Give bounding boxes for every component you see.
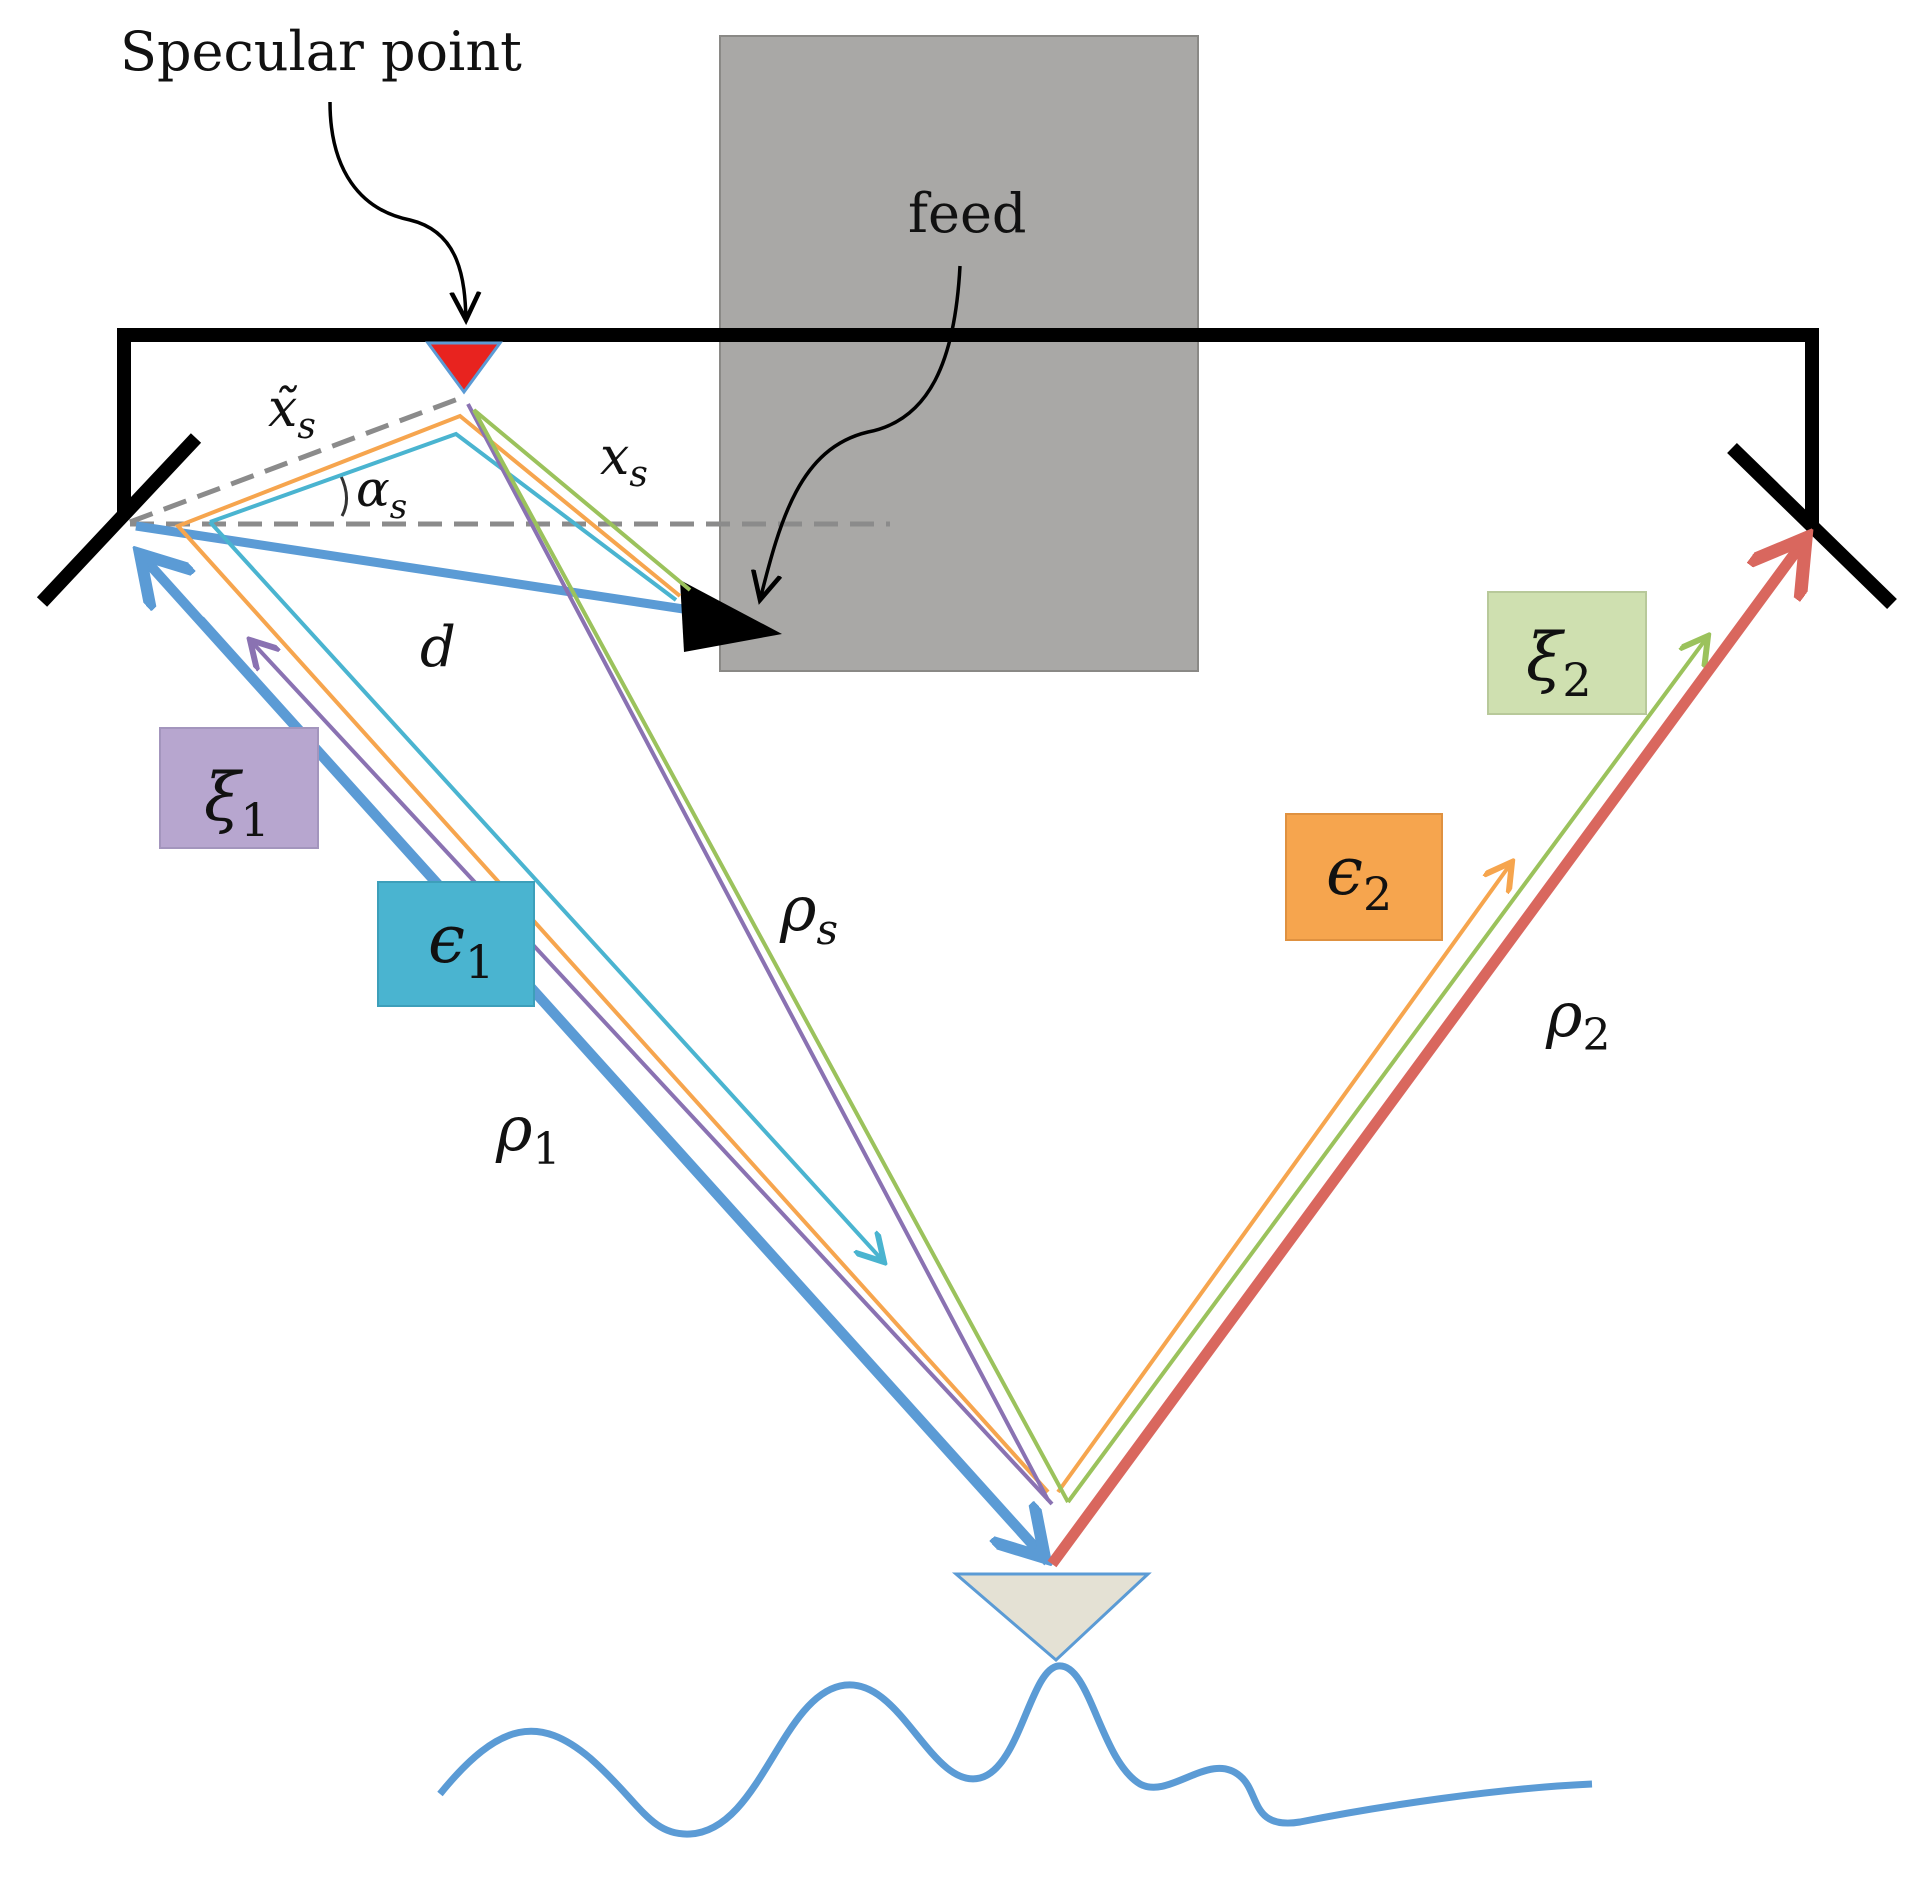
specular-point-label: Specular point xyxy=(120,20,522,83)
specular-point-pointer xyxy=(328,101,466,320)
symbol-x-tilde-s: x̃s xyxy=(268,379,316,447)
feed-pointer xyxy=(760,265,962,600)
ray-orange-path xyxy=(174,413,1050,1494)
svg-text:ϵ1: ϵ1 xyxy=(428,901,494,989)
feed-box xyxy=(719,35,1199,672)
svg-text:ξ2: ξ2 xyxy=(1526,619,1592,707)
receiver-antenna xyxy=(951,1572,1152,1663)
specular-point-marker xyxy=(425,341,503,395)
ray-purple-rho-s xyxy=(466,403,1050,1501)
right-mirror xyxy=(1727,442,1897,610)
x-tilde-s-line xyxy=(129,393,467,525)
ray-rho-2 xyxy=(1047,538,1806,1568)
box-xi-2: ξ2 xyxy=(1487,591,1647,715)
box-xi-1: ξ1 xyxy=(159,727,319,849)
ray-epsilon-1 xyxy=(208,520,884,1262)
left-mirror xyxy=(36,433,202,607)
box-epsilon-1: ϵ1 xyxy=(377,881,535,1007)
ray-epsilon-2 xyxy=(1056,862,1512,1494)
svg-text:ξ1: ξ1 xyxy=(204,759,270,847)
ray-rho-1-return xyxy=(196,616,1045,1558)
feed-label: feed xyxy=(908,182,1026,245)
ray-cyan-path xyxy=(209,431,678,602)
symbol-rho-s: ρs xyxy=(779,872,838,954)
symbol-d: d xyxy=(420,615,456,680)
ray-xi-1 xyxy=(250,640,1054,1506)
symbol-rho-2: ρ2 xyxy=(1545,978,1610,1061)
box-epsilon-2: ϵ2 xyxy=(1285,813,1443,941)
ray-xi-2 xyxy=(1066,636,1708,1504)
svg-text:ϵ2: ϵ2 xyxy=(1326,833,1392,921)
ray-green-path xyxy=(472,408,1070,1503)
surface-wave xyxy=(437,1662,1593,1838)
symbol-alpha-s: αs xyxy=(356,460,407,527)
alpha-s-angle-arc xyxy=(338,473,348,517)
feed-arrowhead xyxy=(680,580,782,652)
support-frame xyxy=(117,328,1819,525)
symbol-rho-1: ρ1 xyxy=(495,1092,560,1175)
symbol-x-s: xs xyxy=(600,427,648,495)
